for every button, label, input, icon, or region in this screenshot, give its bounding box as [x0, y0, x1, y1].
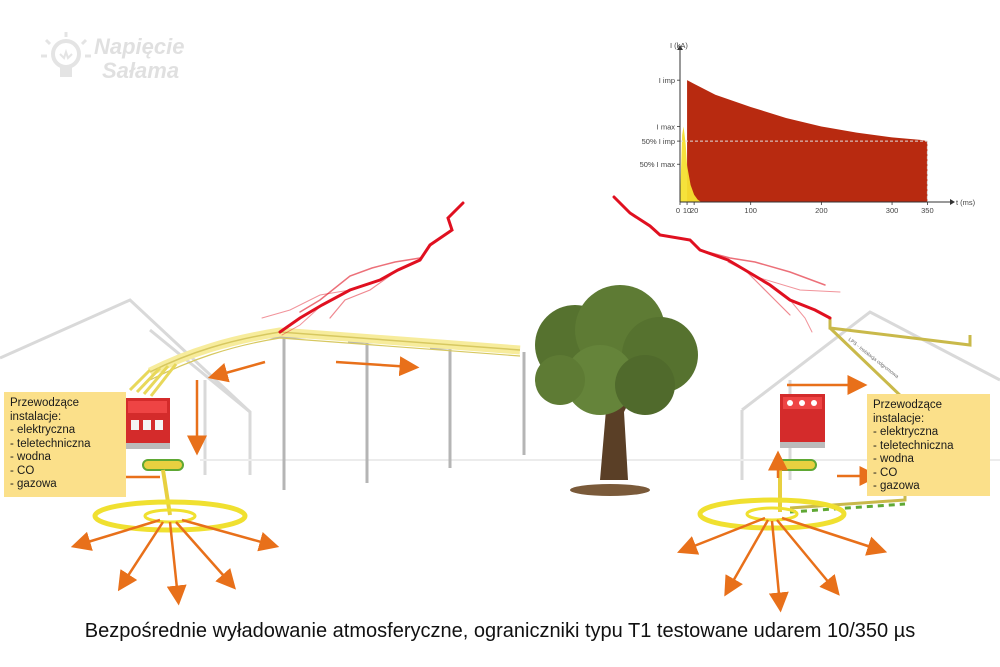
y-tick-label: I max: [657, 122, 676, 131]
lightning-right: [612, 195, 841, 333]
lightbulb-icon: [41, 32, 91, 77]
surge-arrester-right: [780, 394, 825, 448]
box-item: - wodna: [873, 453, 914, 465]
box-item: - wodna: [10, 451, 51, 463]
box-item: - teletechniczna: [10, 437, 91, 450]
x-tick-label: 300: [886, 206, 899, 215]
x-tick-label: 200: [815, 206, 828, 215]
x-tick-label: 350: [921, 206, 934, 215]
box-item: - elektryczna: [873, 426, 939, 438]
installations-box-right: Przewodzące instalacje: - elektryczna - …: [867, 394, 990, 496]
box-item: - elektryczna: [10, 424, 76, 436]
earthing-right: [697, 459, 847, 531]
y-tick-label: I imp: [659, 76, 675, 85]
y-tick-label: 50% I max: [640, 160, 676, 169]
y-tick-label: 50% I imp: [642, 137, 675, 146]
box-item: - CO: [873, 466, 898, 479]
power-poles: [262, 333, 526, 490]
surge-arrester-left: [125, 398, 170, 449]
box-title-line-1: Przewodzące: [10, 397, 80, 409]
lightning-left: [261, 201, 465, 336]
box-title-line-1: Przewodzące: [873, 399, 943, 411]
caption: Bezpośrednie wyładowanie atmosferyczne, …: [84, 620, 916, 642]
x-tick-label: 0: [676, 206, 680, 215]
box-item: - gazowa: [873, 480, 920, 492]
tree: [535, 285, 698, 496]
box-title-line-2: instalacje:: [10, 410, 62, 423]
logo-line-1: Napięcie: [94, 34, 185, 59]
logo: Napięcie Sałama: [38, 30, 208, 90]
current-arrows: [70, 356, 888, 613]
x-axis-arrow-icon: [950, 199, 955, 205]
x-tick-label: 10: [683, 206, 691, 215]
box-title-line-2: instalacje:: [873, 412, 925, 425]
overhead-line: [128, 327, 521, 397]
box-item: - CO: [10, 464, 35, 477]
y-axis-label: I (kA): [670, 41, 688, 50]
box-item: - teletechniczna: [873, 439, 954, 452]
x-tick-label: 100: [744, 206, 757, 215]
y-axis-arrow-icon: [677, 45, 683, 50]
box-item: - gazowa: [10, 478, 57, 490]
x-axis-label: t (ms): [956, 198, 976, 207]
impulse-8-20-area: [680, 126, 702, 202]
installations-box-left: Przewodzące instalacje: - elektryczna - …: [4, 392, 126, 497]
x-tick-label: 20: [690, 206, 698, 215]
logo-line-2: Sałama: [102, 58, 180, 83]
lps-label: LPS - instalacja odgromowa: [847, 337, 900, 380]
